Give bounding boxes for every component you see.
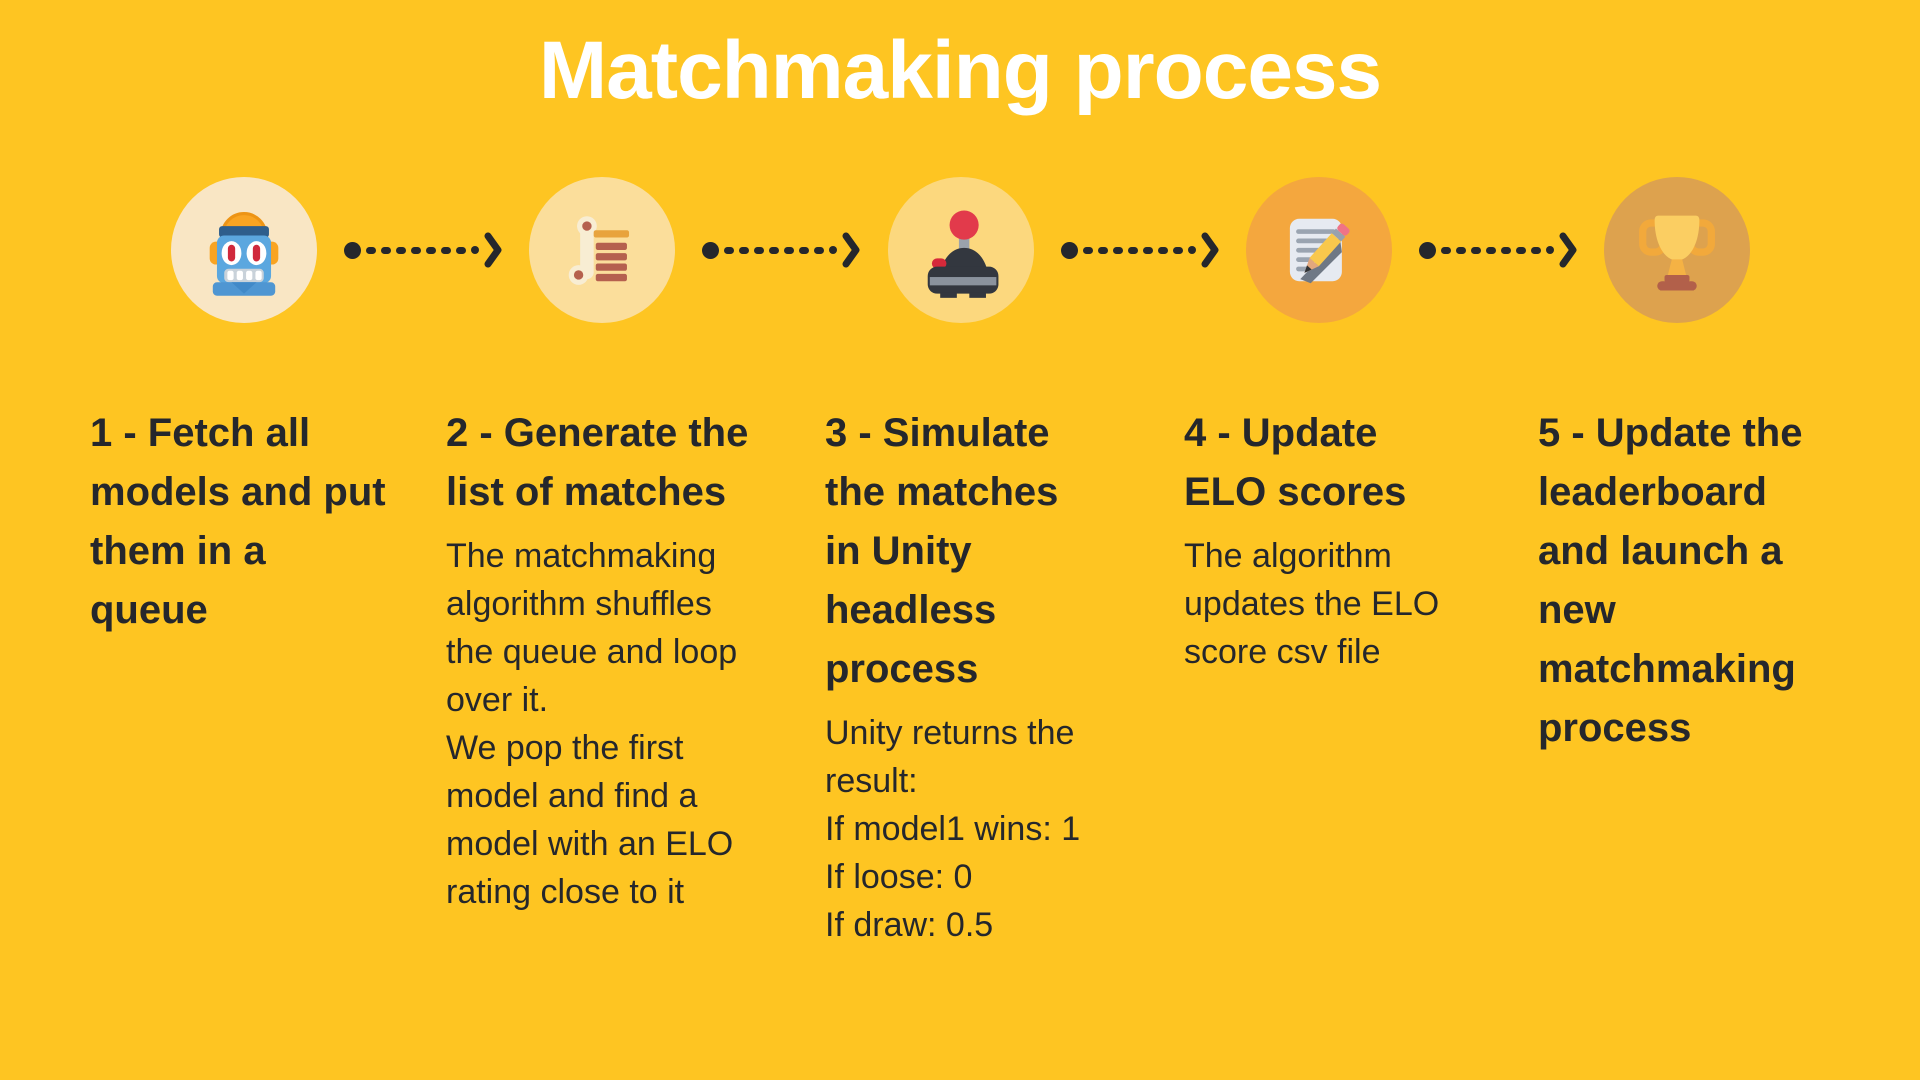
step3-heading: 3 - Simulate the matches in Unity headle…	[825, 411, 1059, 691]
process-icon-row	[171, 177, 1750, 323]
step5-heading: 5 - Update the leaderboard and launch a …	[1538, 411, 1803, 750]
arrow-dot-icon	[344, 241, 362, 259]
scroll-list-icon	[568, 216, 630, 285]
step3-body: Unity returns the result: If model1 wins…	[825, 714, 1081, 944]
step1-text-block: 1 - Fetch all models and put them in a q…	[90, 404, 386, 650]
memo-pencil-icon	[1289, 218, 1350, 284]
arrow-chevron-icon	[1559, 232, 1577, 268]
arrow-chevron-icon	[842, 232, 860, 268]
flow-arrow-4	[1418, 231, 1577, 269]
page-title: Matchmaking process	[538, 25, 1382, 116]
flow-arrow-3	[1060, 231, 1219, 269]
step2-body: The matchmaking algorithm shuffles the q…	[446, 537, 738, 911]
step4-body: The algorithm updates the ELO score csv …	[1184, 537, 1440, 671]
trophy-icon	[1639, 215, 1715, 291]
step2-text-block: 2 - Generate the list of matches The mat…	[446, 404, 748, 916]
flow-arrow-1	[344, 231, 502, 269]
step4-heading: 4 - Update ELO scores	[1184, 411, 1407, 514]
step5-text-block: 5 - Update the leaderboard and launch a …	[1538, 404, 1802, 768]
step4-icon-badge	[1245, 177, 1392, 323]
step2-icon-badge	[529, 177, 676, 323]
arrow-dash-icon	[366, 246, 377, 254]
step5-icon-badge	[1604, 177, 1750, 323]
flow-arrow-2	[702, 231, 860, 269]
arrow-chevron-icon	[484, 232, 502, 268]
robot-icon	[209, 212, 279, 296]
step4-text-block: 4 - Update ELO scores The algorithm upda…	[1184, 404, 1439, 676]
step2-heading: 2 - Generate the list of matches	[446, 411, 749, 514]
step1-heading: 1 - Fetch all models and put them in a q…	[90, 411, 386, 632]
joystick-icon	[927, 210, 998, 298]
step3-text-block: 3 - Simulate the matches in Unity headle…	[825, 404, 1080, 949]
arrow-chevron-icon	[1201, 232, 1219, 268]
step3-icon-badge	[887, 177, 1034, 323]
step1-icon-badge	[171, 177, 317, 323]
